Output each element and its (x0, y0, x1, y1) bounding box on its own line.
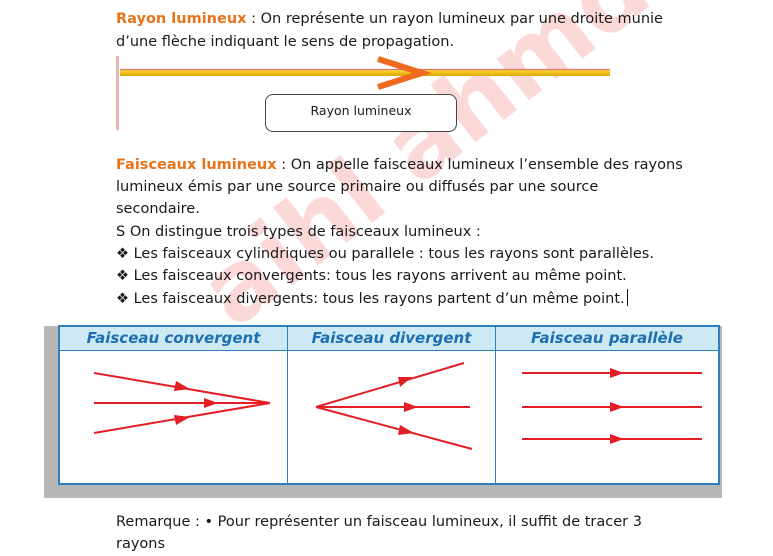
header-parallele: Faisceau parallèle (496, 327, 718, 351)
bullet-convergents: ❖ Les faisceaux convergents: tous les ra… (116, 268, 627, 284)
convergent-arrow-top (174, 381, 190, 391)
parallel-arrow-bottom (610, 434, 624, 444)
divergent-arrow-bottom (398, 425, 414, 435)
cell-convergent (60, 351, 288, 483)
faisceaux-definition-line2: lumineux émis par une source primaire ou… (116, 179, 599, 195)
faisceaux-definition-line3: secondaire. (116, 201, 200, 217)
parallel-arrow-middle (610, 402, 624, 412)
header-convergent: Faisceau convergent (60, 327, 288, 351)
types-intro: S On distingue trois types de faisceaux … (116, 224, 481, 240)
cell-parallele (496, 351, 718, 483)
ray-arrow-graphic (120, 56, 610, 90)
convergent-arrow-middle (204, 398, 218, 408)
remark-line2: rayons (116, 536, 166, 552)
divergent-ray-top (315, 362, 465, 408)
cell-divergent (288, 351, 496, 483)
rayon-definition-line1: Rayon lumineux : On représente un rayon … (116, 11, 663, 27)
text-cursor (626, 289, 628, 306)
rayon-definition-line2: d’une flèche indiquant le sens de propag… (116, 34, 455, 50)
term-rayon-lumineux: Rayon lumineux (116, 11, 247, 27)
term-faisceaux-lumineux: Faisceaux lumineux (116, 157, 277, 173)
ray-yellow-beam (120, 69, 610, 76)
divergent-beam-diagram (315, 362, 473, 450)
ray-left-bar (116, 56, 119, 130)
header-divergent: Faisceau divergent (288, 327, 496, 351)
bullet-divergents: ❖ Les faisceaux divergents: tous les ray… (116, 291, 625, 307)
divergent-ray-bottom (315, 406, 473, 450)
beams-table: Faisceau convergent Faisceau divergent F… (58, 325, 720, 485)
ray-label-box: Rayon lumineux (265, 94, 457, 132)
remark-line1: Remarque : • Pour représenter un faiscea… (116, 514, 642, 530)
faisceaux-definition-line1: Faisceaux lumineux : On appelle faisceau… (116, 157, 683, 173)
parallel-arrow-top (610, 368, 624, 378)
parallel-beam-diagram (522, 368, 702, 444)
bullet-divergents-line: ❖ Les faisceaux divergents: tous les ray… (116, 288, 628, 310)
convergent-beam-diagram (93, 372, 271, 434)
ray-illustration (116, 56, 616, 132)
bullet-cylindriques: ❖ Les faisceaux cylindriques ou parallel… (116, 246, 654, 262)
ray-orange-arrowhead (377, 56, 432, 90)
divergent-arrow-top (398, 377, 412, 387)
divergent-arrow-middle (404, 402, 418, 412)
convergent-arrow-bottom (174, 415, 190, 425)
